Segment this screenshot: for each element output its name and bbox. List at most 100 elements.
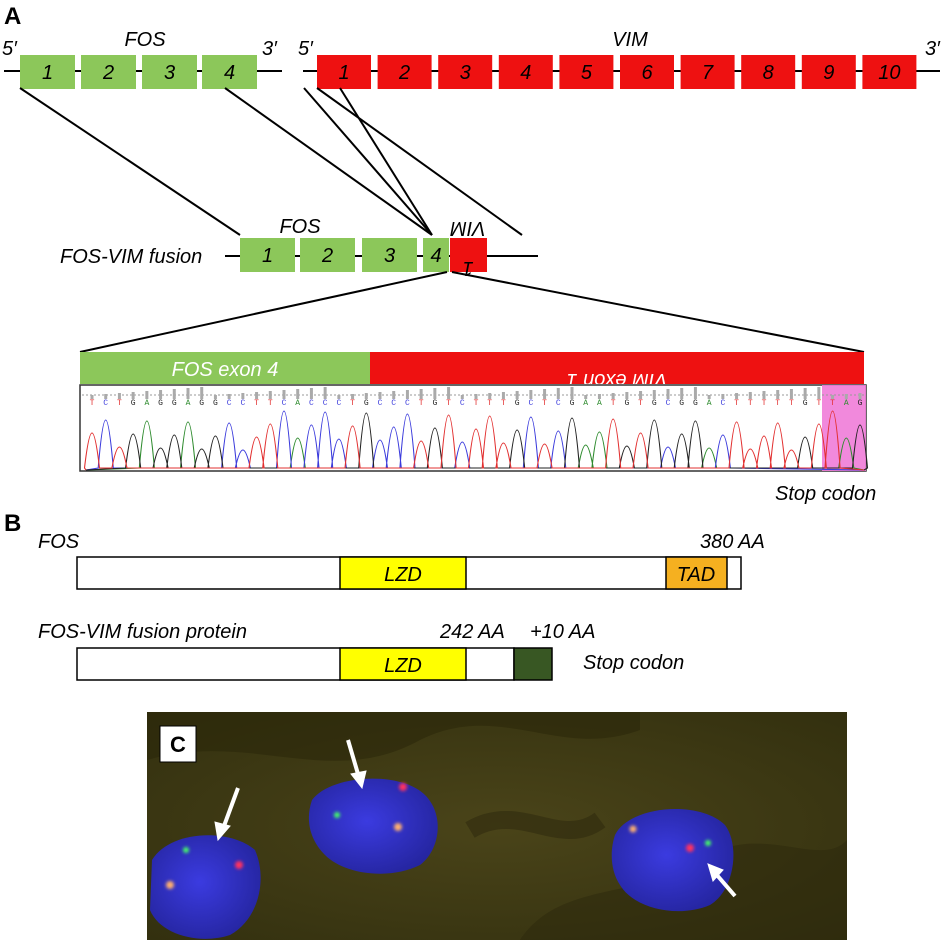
base-call: C — [309, 399, 314, 408]
base-call: T — [748, 399, 753, 408]
vim-exon-label-5: 5 — [581, 62, 593, 84]
base-call: C — [336, 399, 341, 408]
base-call: T — [501, 399, 506, 408]
quality-bar — [159, 390, 163, 399]
quality-bar — [186, 388, 190, 399]
fusion-signal-3 — [629, 825, 637, 833]
base-call: A — [186, 399, 191, 408]
base-call: G — [515, 399, 520, 408]
green-signal-3 — [705, 840, 711, 846]
nucleus-3 — [611, 808, 734, 912]
quality-bar — [145, 391, 149, 399]
quality-bar — [268, 391, 272, 399]
fusion-fos-exon-label-4: 4 — [430, 245, 441, 267]
base-call: C — [103, 399, 108, 408]
fos-lzd-label: LZD — [384, 564, 422, 586]
base-call: T — [268, 399, 273, 408]
fos-exon-label-1: 1 — [42, 62, 53, 84]
base-call: A — [144, 399, 149, 408]
quality-bar — [488, 393, 492, 399]
base-call: G — [432, 399, 437, 408]
fos-gene-title: FOS — [124, 29, 166, 51]
fos-five-prime-label: 5′ — [2, 38, 18, 60]
base-call: C — [556, 399, 561, 408]
vim-exon-1 — [317, 55, 371, 89]
nucleus-1 — [150, 835, 261, 939]
fos-tad-label: TAD — [677, 564, 716, 586]
base-call: C — [666, 399, 671, 408]
base-call: C — [378, 399, 383, 408]
chromatogram-frame — [79, 384, 867, 472]
base-call: G — [652, 399, 657, 408]
base-call: C — [240, 399, 245, 408]
quality-bar — [117, 393, 121, 399]
fusion-fos-exon-2 — [300, 238, 355, 272]
base-call: T — [419, 399, 424, 408]
quality-bar — [296, 389, 300, 399]
quality-bar — [611, 393, 615, 399]
vim-exon1-bar — [370, 352, 864, 384]
quality-bar — [282, 390, 286, 399]
base-call: G — [199, 399, 204, 408]
quality-bar — [351, 394, 355, 399]
vim-exon-2 — [377, 55, 432, 89]
base-call: A — [597, 399, 602, 408]
fos-exon4-bar — [80, 352, 370, 384]
quality-bar — [405, 390, 409, 399]
quality-bar — [666, 389, 670, 399]
panel-c-letter-box — [159, 725, 197, 763]
base-call: T — [638, 399, 643, 408]
base-call: C — [227, 399, 232, 408]
fos-exon-label-4: 4 — [224, 62, 235, 84]
base-call: T — [830, 399, 835, 408]
quality-bar — [255, 392, 259, 399]
trace-T — [83, 410, 865, 471]
vim-exon-label-8: 8 — [763, 62, 774, 84]
base-call: C — [405, 399, 410, 408]
fusion-lzd-label: LZD — [384, 655, 422, 677]
quality-bar — [241, 393, 245, 399]
base-call: T — [775, 399, 780, 408]
base-call: T — [816, 399, 821, 408]
fusion-signal-1 — [166, 881, 174, 889]
fos-exon-3 — [142, 55, 197, 89]
fos-protein-length: 380 AA — [700, 531, 765, 553]
quality-bar — [337, 395, 341, 399]
base-call: G — [858, 399, 863, 408]
quality-bar — [172, 389, 176, 399]
base-call: C — [391, 399, 396, 408]
fos-lzd-domain — [339, 556, 467, 590]
quality-bar — [364, 393, 368, 399]
stop-codon-label-a: Stop codon — [775, 483, 876, 505]
vim-exon-10 — [862, 55, 917, 89]
quality-bar — [460, 395, 464, 399]
base-call: G — [803, 399, 808, 408]
quality-bar — [789, 389, 793, 399]
base-call: T — [762, 399, 767, 408]
base-call: C — [720, 399, 725, 408]
vim-exon-label-10: 10 — [878, 62, 900, 84]
base-call: A — [583, 399, 588, 408]
chromatogram-quality-bars — [90, 387, 862, 399]
fusion-mapping-lines — [19, 87, 523, 236]
quality-bar — [213, 395, 217, 399]
quality-bar — [597, 394, 601, 399]
quality-bar — [90, 395, 94, 399]
base-call: C — [282, 399, 287, 408]
fos-exon-4 — [202, 55, 257, 89]
vim-exon-4 — [498, 55, 553, 89]
quality-bar — [762, 391, 766, 399]
fusion-lzd-domain — [339, 647, 467, 681]
quality-bar — [693, 387, 697, 399]
base-call: T — [789, 399, 794, 408]
red-signal-1 — [235, 861, 243, 869]
quality-bar — [433, 388, 437, 399]
base-call: G — [693, 399, 698, 408]
stop-codon-label-b: Stop codon — [583, 652, 684, 674]
stop-codon-highlight — [822, 385, 866, 471]
quality-bar — [556, 388, 560, 399]
fusion-signal-2 — [394, 823, 402, 831]
base-call: G — [570, 399, 575, 408]
quality-bar — [104, 394, 108, 399]
